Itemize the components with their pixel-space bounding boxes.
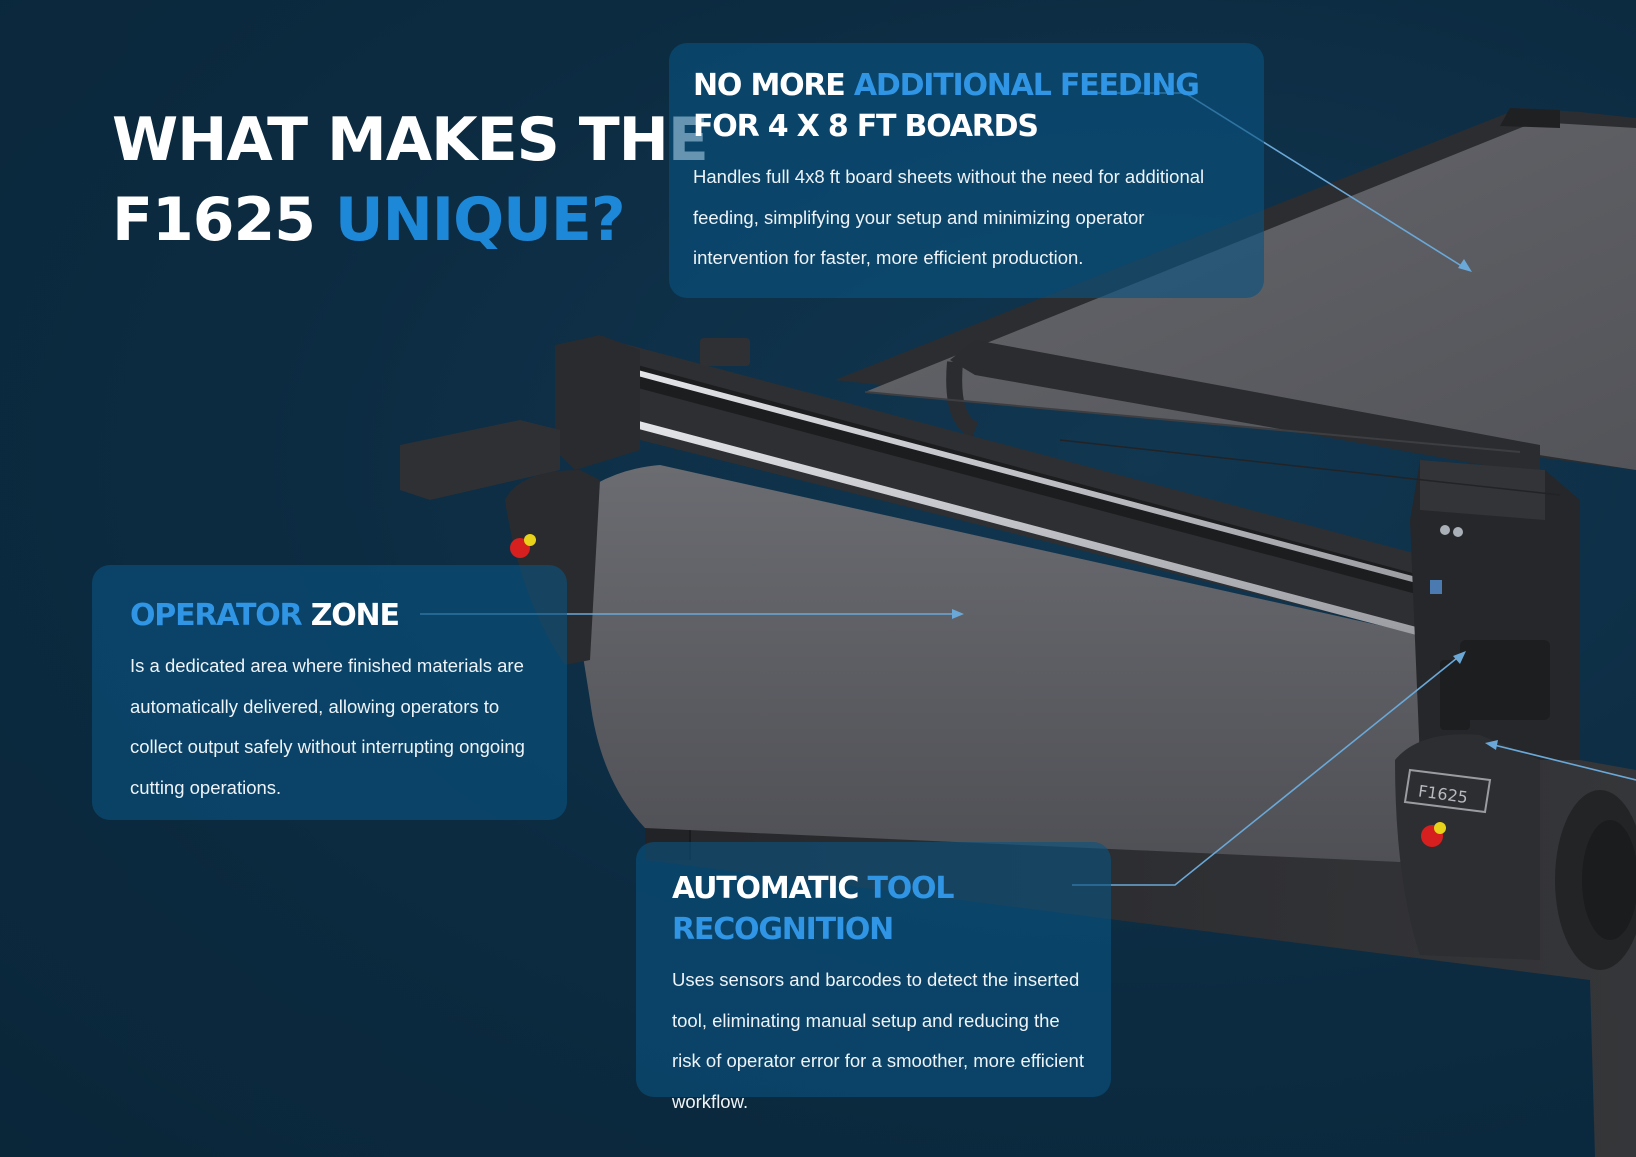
linear-rail-upper	[600, 360, 1420, 584]
callout-operator-zone: OPERATOR ZONE Is a dedicated area where …	[92, 565, 567, 820]
callout-operator-title: OPERATOR ZONE	[130, 595, 539, 636]
right-end-cap	[1395, 734, 1540, 960]
callout-tool-recognition: AUTOMATIC TOOL RECOGNITION Uses sensors …	[636, 842, 1111, 1112]
callout-operator-title-plain: ZONE	[310, 598, 400, 633]
page-headline: WHAT MAKES THE F1625 UNIQUE?	[112, 100, 709, 260]
callout-tool-title-plain: AUTOMATIC	[672, 871, 859, 906]
callout-feeding-title-plain: NO MORE	[693, 68, 846, 103]
callout-operator-title-accent: OPERATOR	[130, 598, 303, 633]
callout-feeding-title: NO MORE ADDITIONAL FEEDING FOR 4 X 8 FT …	[693, 65, 1240, 147]
callout-feeding-title-line2: FOR 4 X 8 FT BOARDS	[693, 109, 1039, 144]
left-handle	[400, 420, 560, 500]
loading-edge	[1500, 108, 1560, 128]
callout-tool-title: AUTOMATIC TOOL RECOGNITION	[672, 868, 1091, 950]
headline-accent: UNIQUE?	[334, 185, 626, 255]
callout-operator-body: Is a dedicated area where finished mater…	[130, 655, 525, 798]
callout-tool-body: Uses sensors and barcodes to detect the …	[672, 969, 1084, 1112]
callout-tool-title-accent: TOOL RECOGNITION	[672, 871, 954, 947]
headline-line-1: WHAT MAKES THE	[112, 105, 709, 175]
headline-model: F1625	[112, 185, 316, 255]
callout-feeding-title-accent: ADDITIONAL FEEDING	[853, 68, 1200, 103]
callout-feeding-body: Handles full 4x8 ft board sheets without…	[693, 166, 1205, 268]
gantry-left-end	[555, 335, 640, 470]
linear-rail-lower	[605, 412, 1420, 636]
callout-additional-feeding: NO MORE ADDITIONAL FEEDING FOR 4 X 8 FT …	[669, 43, 1264, 298]
